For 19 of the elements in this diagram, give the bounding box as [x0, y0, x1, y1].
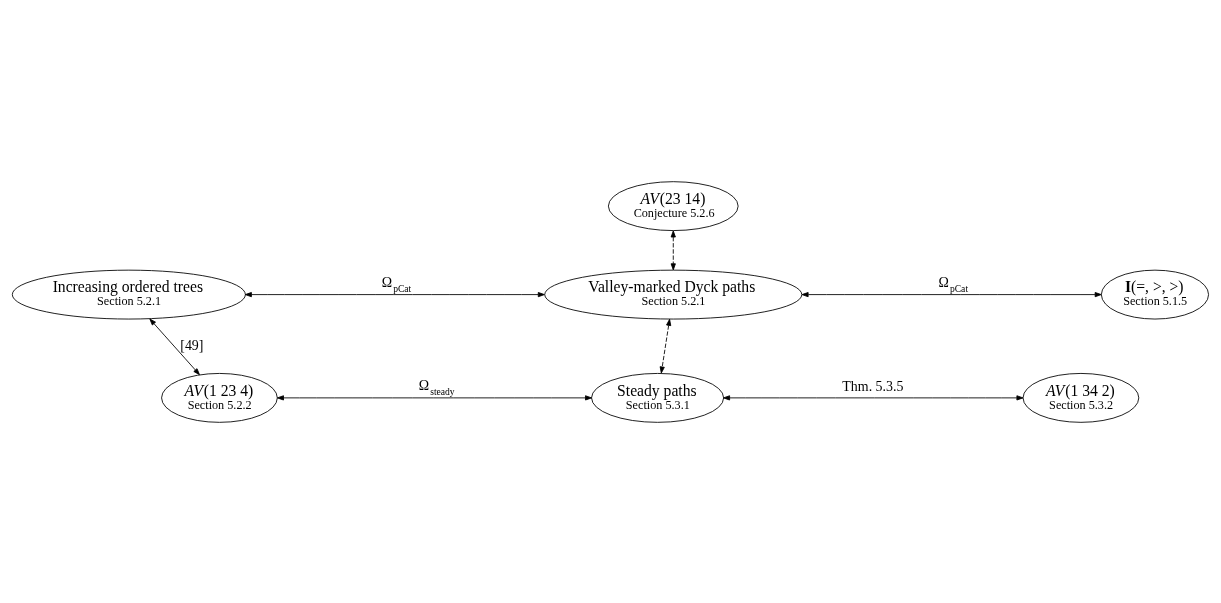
node-ellipse: Steady paths Section 5.3.1	[591, 372, 725, 423]
edge-label: Ω$_{steady}$	[418, 377, 455, 397]
arrow	[659, 318, 672, 373]
node-ellipse: Increasing ordered trees Section 5.2.1	[11, 269, 246, 319]
edge-label: [49]	[180, 337, 204, 353]
arrow	[801, 291, 1102, 297]
node-ellipse: I(=, >, >) Section 5.1.5	[1100, 269, 1209, 319]
node-ellipse: Valley-marked Dyck paths Section 5.2.1	[544, 269, 803, 319]
arrow	[276, 394, 592, 400]
arrow	[244, 291, 545, 297]
arrow	[723, 394, 1024, 400]
edge-label: Ω$_{pCat}$	[381, 274, 412, 294]
arrow	[670, 230, 676, 270]
node-ellipse: AV(1 23 4) Section 5.2.2	[161, 372, 278, 423]
arrow	[149, 318, 200, 375]
node-ellipse: AV(1 34 2) Section 5.3.2	[1022, 372, 1140, 423]
edge-label: Ω$_{pCat}$	[938, 274, 969, 294]
node-ellipse: AV(23 14) Conjecture 5.2.6	[607, 180, 739, 231]
edge-label: Thm. 5.3.5	[842, 378, 904, 394]
